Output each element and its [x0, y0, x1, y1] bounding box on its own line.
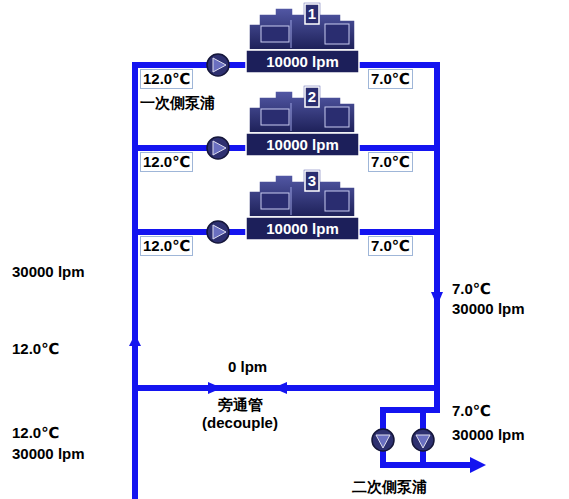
temperature: 7.0℃	[452, 402, 491, 420]
temperature: 7.0℃	[452, 280, 491, 298]
chiller-number: 1	[305, 4, 319, 24]
bypass-label: 旁通管 (decouple)	[190, 396, 290, 432]
chiller: 2 10000 lpm	[245, 83, 360, 158]
flow-rate: 30000 lpm	[12, 445, 85, 463]
chiller-number: 2	[305, 87, 319, 107]
primary-pump	[207, 54, 229, 243]
temperature: 12.0℃	[12, 340, 59, 358]
flow-rate: 30000 lpm	[12, 263, 85, 281]
chiller: 3 10000 lpm	[245, 167, 360, 242]
flow-rate: 10000 lpm	[246, 133, 359, 156]
flow-rate: 0 lpm	[228, 358, 267, 376]
chiller-number: 3	[305, 171, 319, 191]
temperature: 7.0℃	[368, 236, 413, 256]
secondary-pump	[372, 429, 434, 451]
pump-label: 一次側泵浦	[140, 94, 215, 112]
chiller: 1 10000 lpm	[245, 0, 360, 75]
temperature: 12.0℃	[140, 152, 193, 172]
temperature: 7.0℃	[368, 69, 413, 89]
temperature: 12.0℃	[12, 424, 59, 442]
temperature: 12.0℃	[140, 236, 193, 256]
flow-rate: 10000 lpm	[246, 217, 359, 240]
flow-rate: 10000 lpm	[246, 50, 359, 73]
flow-rate: 30000 lpm	[452, 300, 525, 318]
temperature: 12.0℃	[140, 69, 193, 89]
temperature: 7.0℃	[368, 152, 413, 172]
flow-rate: 30000 lpm	[452, 426, 525, 444]
pump-label: 二次側泵浦	[352, 478, 427, 496]
